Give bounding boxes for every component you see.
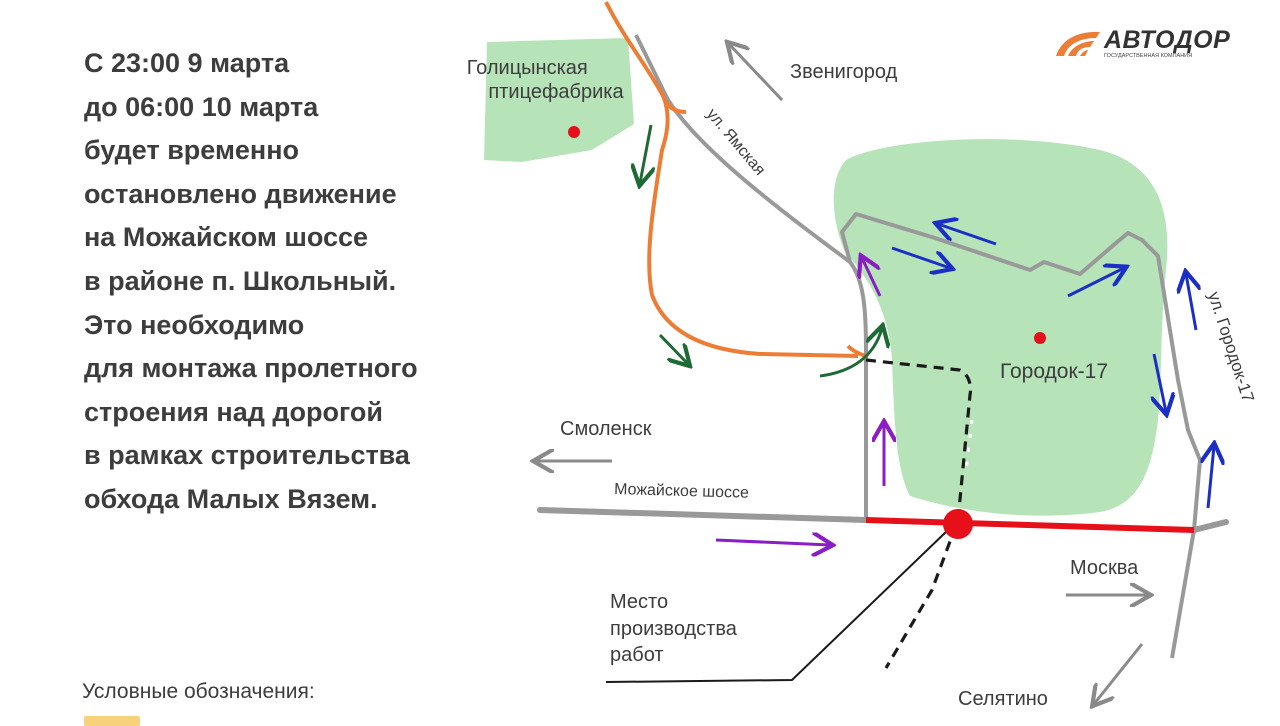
notice-line: в рамках строительства (84, 440, 410, 471)
blue-arrow-4 (1186, 274, 1196, 331)
notice-line: для монтажа пролетного (84, 353, 418, 384)
future-bypass-dashed (865, 358, 973, 669)
notice-line: строения над дорогой (84, 396, 383, 427)
green-arrow-2 (658, 333, 688, 364)
worksite-leader-line (605, 529, 949, 683)
yamskaya-road (634, 34, 868, 520)
closed-road-section (865, 517, 1195, 533)
detour-connector (662, 97, 687, 114)
gorodok-street-label: ул. Городок-17 (1204, 289, 1258, 404)
mozhayskoe-road-west (537, 507, 869, 523)
poultry-farm-label: Голицынская птицефабрика (467, 57, 625, 103)
gorodok-boundary-road (840, 212, 1202, 659)
purple-arrow-3 (715, 540, 830, 545)
notice-line: обхода Малых Вязем. (84, 483, 378, 514)
logo-stripes-icon (1056, 31, 1100, 56)
poultry-farm-area (484, 38, 634, 162)
legend-title: Условные обозначения: (82, 680, 315, 703)
gorodok-dot (1034, 332, 1046, 344)
blue-arrow-5 (1154, 353, 1166, 412)
detour-connector-south (846, 344, 867, 358)
green-arrow-3 (819, 328, 882, 378)
worksite-label: Место производства работ (610, 591, 742, 666)
notice-line: С 23:00 9 марта (84, 48, 290, 78)
notice-line: в районе п. Школьный. (84, 265, 397, 296)
selyatino-label: Селятино (958, 688, 1048, 710)
notice-line: на Можайском шоссе (84, 222, 369, 253)
logo-subtitle: ГОСУДАРСТВЕННАЯ КОМПАНИЯ (1104, 53, 1193, 59)
yamskaya-label: ул. Ямская (703, 106, 768, 179)
notice-line: Это необходимо (84, 309, 305, 340)
poultry-farm-dot (568, 126, 580, 138)
logo-name: АВТОДОР (1104, 26, 1231, 54)
mozhayskoe-road-east (1191, 519, 1229, 533)
detour-route (604, 1, 859, 358)
mozhayskoe-label: Можайское шоссе (614, 481, 749, 502)
blue-arrow-6 (1208, 446, 1214, 509)
zvenigorod-arrow (729, 44, 784, 102)
legend-swatch-detour (84, 716, 140, 726)
future-bypass-light (908, 419, 974, 641)
smolensk-label: Смоленск (560, 418, 652, 440)
notice-line: до 06:00 10 марта (84, 91, 319, 122)
blue-arrow-2 (891, 246, 950, 268)
blue-arrow-1 (938, 224, 997, 246)
purple-arrow-1 (862, 258, 882, 297)
blue-arrow-3 (1067, 268, 1124, 298)
notice-line: остановлено движение (84, 178, 397, 209)
worksite-marker (943, 509, 973, 539)
green-arrow-1 (640, 124, 651, 183)
gorodok-label: Городок-17 (1000, 360, 1108, 383)
selyatino-arrow (1094, 643, 1144, 704)
closure-notice: С 23:00 9 марта до 06:00 10 марта будет … (84, 42, 524, 522)
moskva-label: Москва (1070, 557, 1139, 579)
avtodor-logo: АВТОДОР ГОСУДАРСТВЕННАЯ КОМПАНИЯ (1052, 26, 1242, 62)
zvenigorod-label: Звенигород (790, 61, 898, 83)
notice-line: будет временно (84, 135, 300, 166)
